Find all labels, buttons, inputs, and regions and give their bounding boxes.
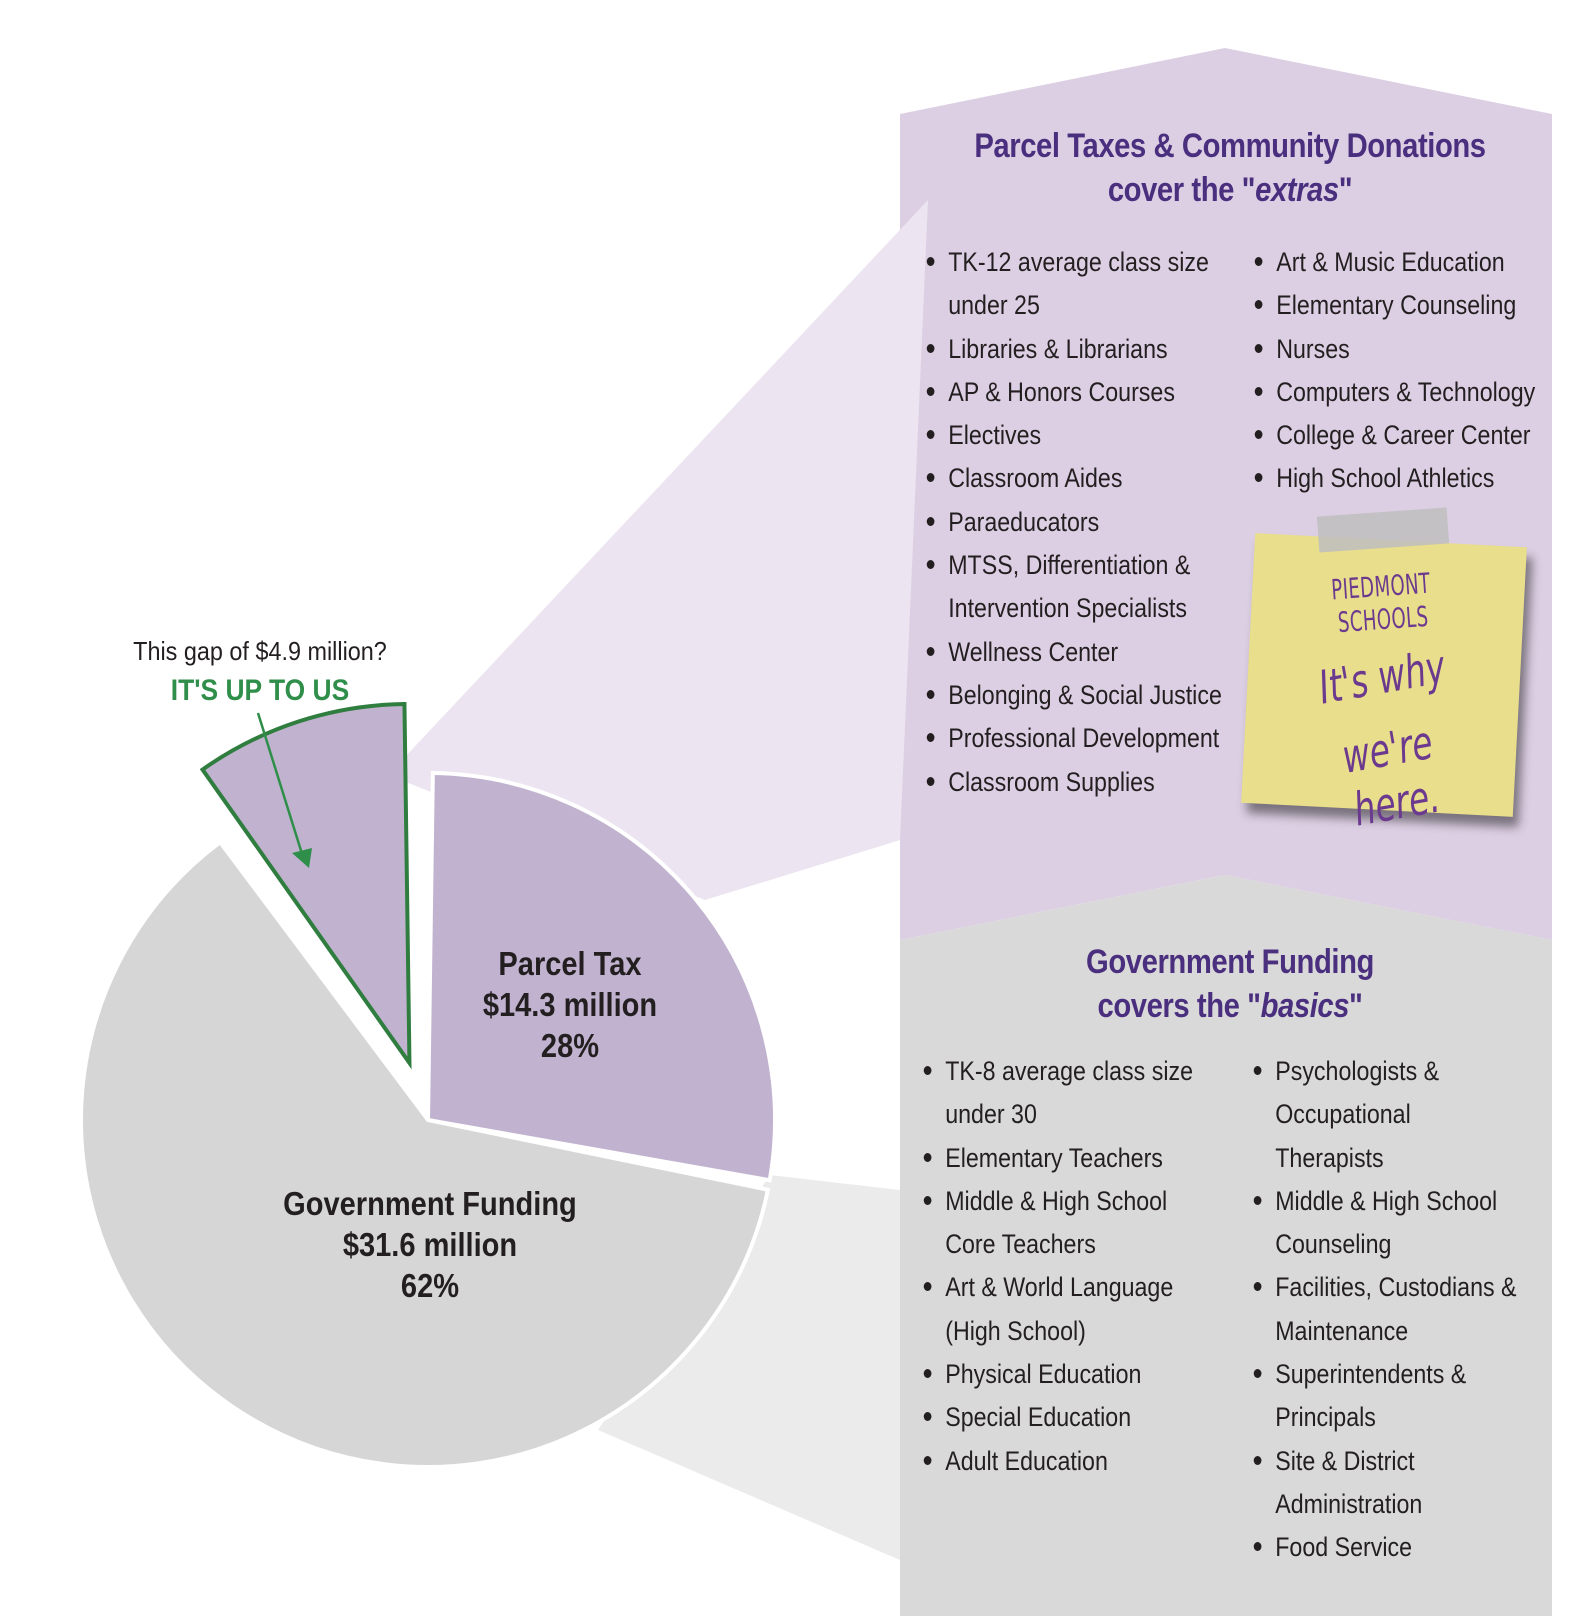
list-item-continuation: Therapists [1275, 1142, 1384, 1173]
list-item-continuation: (High School) [945, 1315, 1086, 1346]
list-item-continuation: under 30 [945, 1099, 1037, 1130]
list-item-continuation: Intervention Specialists [948, 593, 1188, 624]
parcel-tax-name: Parcel Tax [498, 945, 642, 982]
list-item: AP & Honors Courses [925, 371, 1222, 414]
government-funding-amount: $31.6 million [342, 1226, 518, 1263]
gap-question: This gap of $4.9 million? [133, 636, 387, 666]
basics-panel [900, 875, 1552, 1616]
list-item: High School Athletics [1253, 457, 1535, 500]
list-item: Nurses [1253, 328, 1535, 371]
government-funding-name: Government Funding [283, 1185, 577, 1222]
list-item: Elementary Teachers [922, 1137, 1193, 1180]
list-item-continuation: Maintenance [1275, 1315, 1409, 1346]
list-item: Physical Education [922, 1353, 1193, 1396]
gap-arrow [256, 712, 312, 868]
list-item: Belonging & Social Justice [925, 674, 1222, 717]
list-item: Wellness Center [925, 631, 1222, 674]
extras-list-col1: TK-12 average class size under 25 Librarie… [925, 241, 1270, 804]
government-funding-label: Government Funding $31.6 million 62% [267, 1183, 593, 1306]
list-item-continuation: Principals [1275, 1402, 1376, 1433]
list-item: Food Service [1252, 1526, 1517, 1569]
list-item-continuation: Occupational [1275, 1099, 1411, 1130]
basics-title-line1: Government Funding [1086, 943, 1374, 981]
list-item: Site & District [1252, 1440, 1517, 1483]
basics-title-line2: covers the "basics" [1097, 987, 1363, 1025]
list-item: College & Career Center [1253, 414, 1535, 457]
list-item: Special Education [922, 1396, 1193, 1439]
basics-list-col1: TK-8 average class size under 30 Elementar… [922, 1050, 1237, 1483]
list-item: Art & Music Education [1253, 241, 1535, 284]
list-item-continuation: Administration [1275, 1488, 1423, 1519]
extras-title-line2: cover the "extras" [1107, 171, 1353, 209]
list-item: Superintendents & [1252, 1353, 1517, 1396]
list-item: Electives [925, 414, 1222, 457]
basics-title: Government Funding covers the "basics" [946, 940, 1514, 1028]
list-item-continuation: Core Teachers [945, 1229, 1096, 1260]
government-funding-percent: 62% [400, 1267, 460, 1304]
extras-title-line1: Parcel Taxes & Community Donations [974, 127, 1486, 165]
list-item: Psychologists & [1252, 1050, 1517, 1093]
basics-title-emphasis: basics [1260, 987, 1350, 1025]
list-item: TK-8 average class size [922, 1050, 1193, 1093]
list-item: Professional Development [925, 717, 1222, 760]
sticky-note-line1: PIEDMONT SCHOOLS [1330, 566, 1432, 640]
list-item: Classroom Supplies [925, 761, 1222, 804]
list-item: Middle & High School [1252, 1180, 1517, 1223]
list-item: Classroom Aides [925, 457, 1222, 500]
extras-connector [388, 200, 928, 900]
pie-slice-government-funding [79, 839, 771, 1469]
parcel-tax-amount: $14.3 million [482, 986, 658, 1023]
parcel-tax-percent: 28% [540, 1027, 600, 1064]
list-item: Art & World Language [922, 1266, 1193, 1309]
pie-chart [79, 701, 777, 1469]
list-item: Adult Education [922, 1440, 1193, 1483]
list-item: Middle & High School [922, 1180, 1193, 1223]
list-item: Elementary Counseling [1253, 284, 1535, 327]
pie-slice-parcel-tax [425, 771, 777, 1183]
list-item-continuation: under 25 [948, 290, 1040, 321]
list-item: TK-12 average class size [925, 241, 1222, 284]
list-item: Libraries & Librarians [925, 328, 1222, 371]
basics-connector [598, 1175, 900, 1560]
parcel-tax-label: Parcel Tax $14.3 million 28% [438, 943, 702, 1066]
extras-title-emphasis: extras [1255, 171, 1339, 209]
extras-title: Parcel Taxes & Community Donations cover… [946, 124, 1514, 212]
gap-cta: IT'S UP TO US [170, 674, 350, 707]
pie-slice-gap [199, 701, 412, 1070]
list-item: Paraeducators [925, 501, 1222, 544]
list-item: Facilities, Custodians & [1252, 1266, 1517, 1309]
list-item: Computers & Technology [1253, 371, 1535, 414]
list-item: MTSS, Differentiation & [925, 544, 1222, 587]
list-item-continuation: Counseling [1275, 1229, 1392, 1260]
